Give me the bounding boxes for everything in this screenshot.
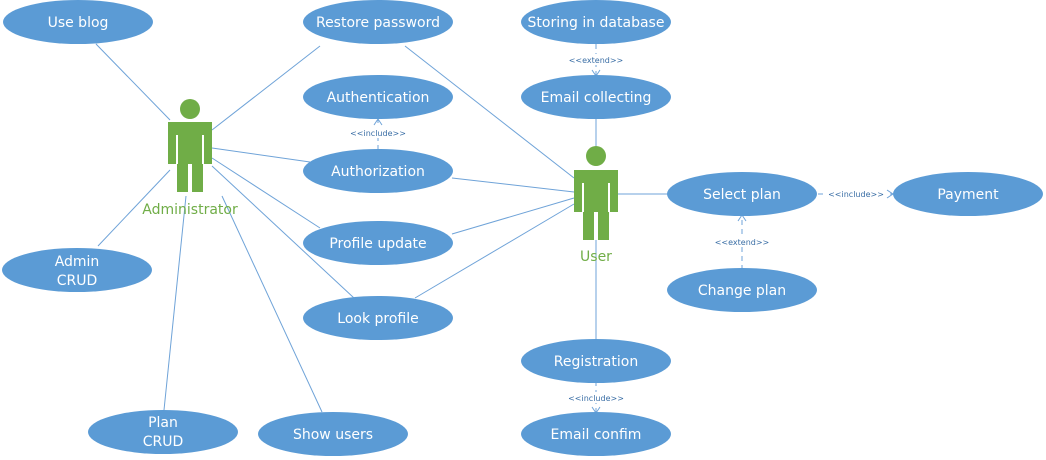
use-case-restore-password[interactable]: Restore password [303,0,453,44]
assoc-user-authorization [451,177,575,193]
use-case-label: Select plan [703,187,781,203]
use-case-admin-crud[interactable]: Admin CRUD [2,248,152,292]
use-case-change-plan[interactable]: Change plan [667,268,817,312]
use-case-storing-in-database[interactable]: Storing in database [521,0,671,44]
use-case-label: Change plan [698,283,786,299]
use-case-label: Show users [293,427,373,443]
actor-icon [574,146,618,240]
use-case-label: Profile update [329,236,426,252]
include-payment-label: <<include>> [828,190,884,199]
actor-label: Administrator [142,202,238,218]
include-registration-label: <<include>> [568,394,624,403]
use-case-label: Look profile [337,311,418,327]
actor-icon [168,99,212,192]
use-case-label: Email collecting [541,90,652,106]
admin-associations [95,43,355,413]
assoc-admin-show-users [221,195,323,413]
actor-user[interactable]: User [574,146,618,265]
use-case-show-users[interactable]: Show users [258,412,408,456]
use-case-label: Storing in database [528,15,665,31]
assoc-admin-authorization [211,147,311,163]
use-case-select-plan[interactable]: Select plan [667,172,817,216]
use-case-label-line2: CRUD [57,273,98,289]
use-case-authentication[interactable]: Authentication [303,75,453,119]
assoc-admin-plan-crud [163,195,187,411]
assoc-user-look-profile [414,203,575,299]
use-case-email-confirm[interactable]: Email confim [521,412,671,456]
user-associations [404,45,668,341]
use-case-label: Restore password [316,15,440,31]
use-case-label-line1: Admin [55,254,100,270]
use-case-plan-crud[interactable]: Plan CRUD [88,410,238,454]
actor-administrator[interactable]: Administrator [142,99,238,218]
assoc-admin-look-profile [211,165,355,299]
use-case-label: Registration [554,354,638,370]
use-case-label: Payment [937,187,999,203]
include-auth-label: <<include>> [350,129,406,138]
extend-change-plan-label: <<extend>> [715,238,770,247]
use-case-payment[interactable]: Payment [893,172,1043,216]
use-case-label-line2: CRUD [143,434,184,450]
use-case-label: Use blog [48,15,109,31]
use-case-profile-update[interactable]: Profile update [303,221,453,265]
use-case-label: Email confim [551,427,642,443]
use-case-label: Authorization [331,164,425,180]
use-case-look-profile[interactable]: Look profile [303,296,453,340]
stereotype-labels: <<extend>> <<include>> <<include>> <<ext… [348,54,886,403]
assoc-admin-profile-update [211,157,321,229]
extend-email-label: <<extend>> [569,56,624,65]
use-case-registration[interactable]: Registration [521,339,671,383]
actor-label: User [580,249,612,265]
use-case-use-blog[interactable]: Use blog [3,0,153,44]
use-case-authorization[interactable]: Authorization [303,149,453,193]
assoc-user-restore-password [404,45,575,179]
assoc-user-profile-update [451,197,575,235]
assoc-admin-admin-crud [97,169,171,247]
use-case-email-collecting[interactable]: Email collecting [521,75,671,119]
assoc-admin-use-blog [95,43,171,121]
use-case-label-line1: Plan [148,415,178,431]
use-case-label: Authentication [327,90,430,106]
assoc-admin-restore-password [211,45,321,131]
